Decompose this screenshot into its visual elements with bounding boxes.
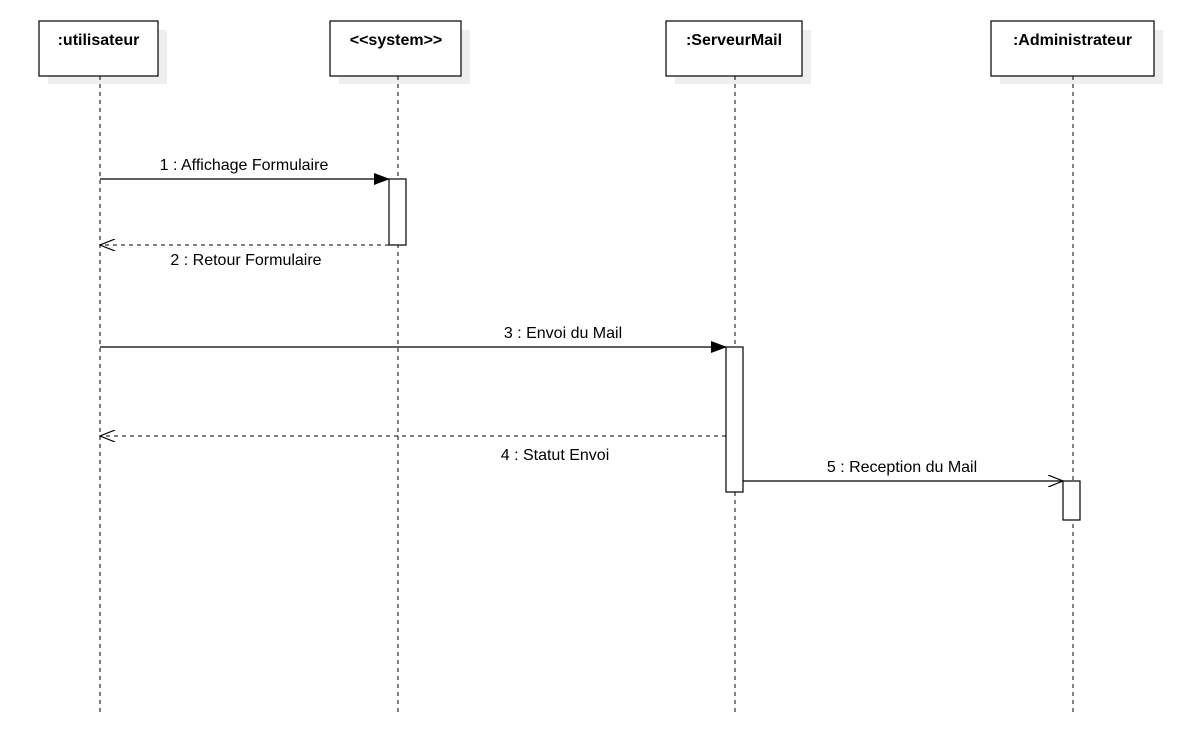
message-label: 3 : Envoi du Mail: [504, 325, 622, 342]
lifeline-administrateur[interactable]: :Administrateur: [990, 20, 1163, 714]
lifeline-head[interactable]: [38, 20, 159, 77]
lifeline-name: :utilisateur: [58, 32, 140, 49]
lifeline-system[interactable]: <<system>>: [329, 20, 470, 714]
message-label: 2 : Retour Formulaire: [170, 252, 321, 269]
lifeline-head[interactable]: [329, 20, 462, 77]
lifeline-name: :ServeurMail: [686, 32, 782, 49]
lifeline-utilisateur[interactable]: :utilisateur: [38, 20, 167, 714]
message-4[interactable]: 4 : Statut Envoi: [100, 436, 726, 464]
lifeline-serveurmail[interactable]: :ServeurMail: [665, 20, 811, 714]
message-label: 4 : Statut Envoi: [501, 447, 610, 464]
message-1[interactable]: 1 : Affichage Formulaire: [100, 157, 390, 185]
lifeline-name: <<system>>: [350, 32, 443, 49]
lifeline-name: :Administrateur: [1013, 32, 1132, 49]
lifeline-head[interactable]: [990, 20, 1155, 77]
message-3[interactable]: 3 : Envoi du Mail: [100, 325, 727, 353]
lifeline-head[interactable]: [665, 20, 803, 77]
activation-bar-system: [388, 178, 407, 246]
message-label: 1 : Affichage Formulaire: [160, 157, 329, 174]
message-5[interactable]: 5 : Reception du Mail: [743, 459, 1063, 481]
message-label: 5 : Reception du Mail: [827, 459, 977, 476]
message-2[interactable]: 2 : Retour Formulaire: [100, 245, 389, 269]
activation-bar-serveurmail: [725, 346, 744, 493]
activation-bar-administrateur: [1062, 480, 1081, 521]
